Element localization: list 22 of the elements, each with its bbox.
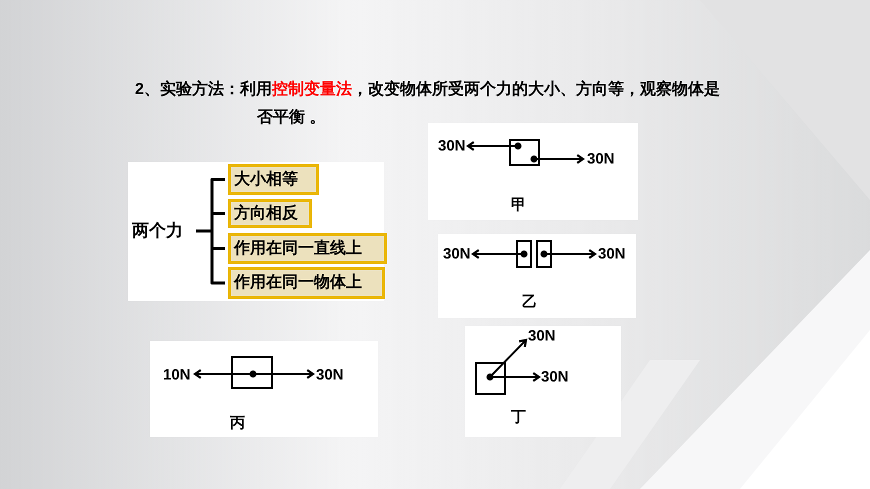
figure-panel xyxy=(428,123,638,220)
force-label: 30N xyxy=(443,246,471,262)
condition-box: 作用在同一物体上 xyxy=(228,267,385,299)
condition-box: 方向相反 xyxy=(228,199,312,228)
condition-box: 大小相等 xyxy=(228,164,319,195)
force-label: 30N xyxy=(528,328,556,344)
force-label: 30N xyxy=(587,152,615,166)
heading: 2、实验方法：利用控制变量法，改变物体所受两个力的大小、方向等，观察物体是否平衡 。 xyxy=(135,79,721,128)
figure-panel xyxy=(438,234,636,318)
topic-label: 两个力 xyxy=(132,219,192,243)
figure-caption: 甲 xyxy=(511,198,526,212)
figure-caption: 丙 xyxy=(230,416,245,430)
condition-box: 作用在同一直线上 xyxy=(228,233,387,264)
figure-caption: 乙 xyxy=(522,294,537,310)
force-label: 30N xyxy=(541,370,569,384)
force-label: 10N xyxy=(163,368,191,382)
figure-caption: 丁 xyxy=(511,410,526,424)
force-label: 30N xyxy=(316,368,344,382)
force-label: 30N xyxy=(438,138,466,154)
force-label: 30N xyxy=(598,246,626,262)
figure-panel xyxy=(465,326,621,437)
figure-panel xyxy=(150,341,378,437)
